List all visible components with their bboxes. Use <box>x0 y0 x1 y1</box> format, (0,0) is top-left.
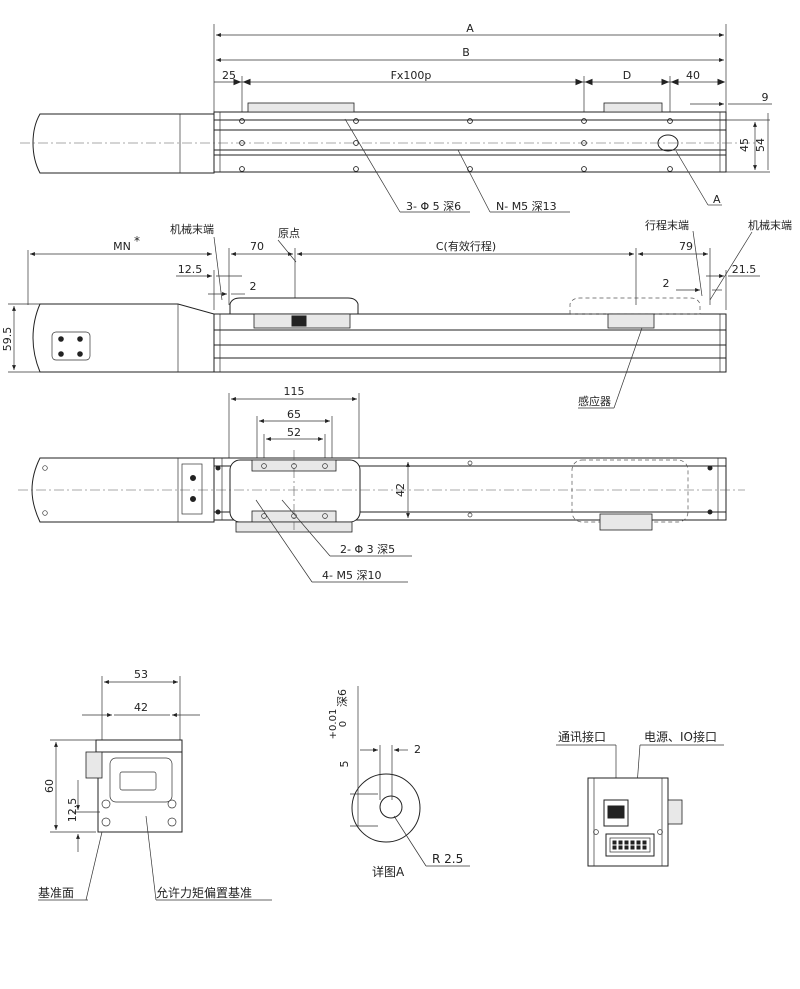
power-io-port <box>605 833 655 857</box>
origin-label: 原点 <box>278 227 300 240</box>
dim-stroke-label: C(有效行程) <box>436 239 496 253</box>
rail-body-top <box>213 111 727 173</box>
dim-2-right-label: 2 <box>663 277 670 290</box>
dim-70-label: 70 <box>250 240 264 253</box>
detail-tol-lower: 0 <box>338 721 349 727</box>
dim-d-label: D <box>623 69 631 82</box>
dim-a-label: A <box>466 22 474 35</box>
dim-42-plan-label: 42 <box>394 483 407 497</box>
top-view: A B 25 Fx100p D 40 9 <box>20 22 772 213</box>
dim-79-label: 79 <box>679 240 693 253</box>
end-sensor <box>85 751 103 779</box>
dim-53-label: 53 <box>134 668 148 681</box>
motor-body-top <box>32 113 215 174</box>
detail-tol-upper: +0.01 <box>328 709 339 740</box>
slider-bracket-right <box>607 313 655 329</box>
motor-flange-plan <box>181 463 203 515</box>
dim-2-left-label: 2 <box>250 280 257 293</box>
dim-115-label: 115 <box>284 385 305 398</box>
detail-a-circle <box>351 773 421 843</box>
detail-radius-label: R 2.5 <box>432 852 463 866</box>
mech-end-right-label: 机械末端 <box>748 218 792 232</box>
dim-mn-label: MN <box>113 240 131 253</box>
dim-42-end-label: 42 <box>134 701 148 714</box>
end-rail-body <box>97 751 183 833</box>
dim-25-label: 25 <box>222 69 236 82</box>
detail-a-title: 详图A <box>372 864 405 879</box>
motor-connector-side <box>51 331 91 361</box>
tapped-callout: N- M5 深13 <box>496 200 557 213</box>
datum-label: 基准面 <box>38 886 74 900</box>
detail-a-callout: A <box>713 193 721 206</box>
dim-12-5-label: 12.5 <box>178 263 203 276</box>
end-carriage <box>95 739 183 753</box>
dim-12-5-end-label: 12.5 <box>66 798 79 823</box>
detail-depth-label: 5 <box>338 761 351 768</box>
moment-datum-label: 允许力矩偏置基准 <box>156 885 252 900</box>
holes-callout: 3- Φ 5 深6 <box>406 200 461 213</box>
dim-mn-star: * <box>134 234 140 248</box>
dim-60-label: 60 <box>43 779 56 793</box>
pin-holes-callout: 2- Φ 3 深5 <box>340 543 395 556</box>
dim-b-label: B <box>462 46 470 59</box>
dim-45-label: 45 <box>738 138 751 152</box>
dim-52-label: 52 <box>287 426 301 439</box>
slider-carriage-left <box>229 297 359 315</box>
dim-40-label: 40 <box>686 69 700 82</box>
detail-depth-suffix: 深6 <box>336 689 349 707</box>
dim-fx-label: Fx100p <box>391 69 432 82</box>
comm-port-label: 通讯接口 <box>558 729 606 744</box>
dim-9-label: 9 <box>762 91 769 104</box>
power-io-label: 电源、IO接口 <box>644 729 717 744</box>
motor-end-side-plug <box>667 799 683 825</box>
detail-width-label: 2 <box>414 743 421 756</box>
detail-a-slot-shape <box>379 795 403 819</box>
dim-21-5-label: 21.5 <box>732 263 757 276</box>
slider-plan-sensor-right <box>599 513 653 531</box>
sensor-top-right <box>603 102 663 113</box>
plan-view: 115 65 52 <box>18 385 745 583</box>
mech-end-left-label: 机械末端 <box>170 222 214 236</box>
tapped-plan-callout: 4- M5 深10 <box>322 569 381 582</box>
sensor-label: 感应器 <box>578 394 611 408</box>
side-view: 机械末端 原点 行程末端 机械末端 MN * 70 C(有效行程) 79 12.… <box>1 218 792 409</box>
motor-end-view: 通讯接口 电源、IO接口 <box>556 729 724 867</box>
sensor-top-left <box>247 102 355 113</box>
dim-59-5-label: 59.5 <box>1 327 14 352</box>
end-view: 53 42 60 12.5 基准面 允许力矩偏置基准 <box>38 668 272 901</box>
slider-carriage-right <box>569 297 701 315</box>
stroke-end-label: 行程末端 <box>645 218 689 232</box>
detail-a: 2 5 +0.01 0 深6 R 2.5 详图A <box>328 686 470 879</box>
dim-65-label: 65 <box>287 408 301 421</box>
dim-54-label: 54 <box>754 138 767 152</box>
